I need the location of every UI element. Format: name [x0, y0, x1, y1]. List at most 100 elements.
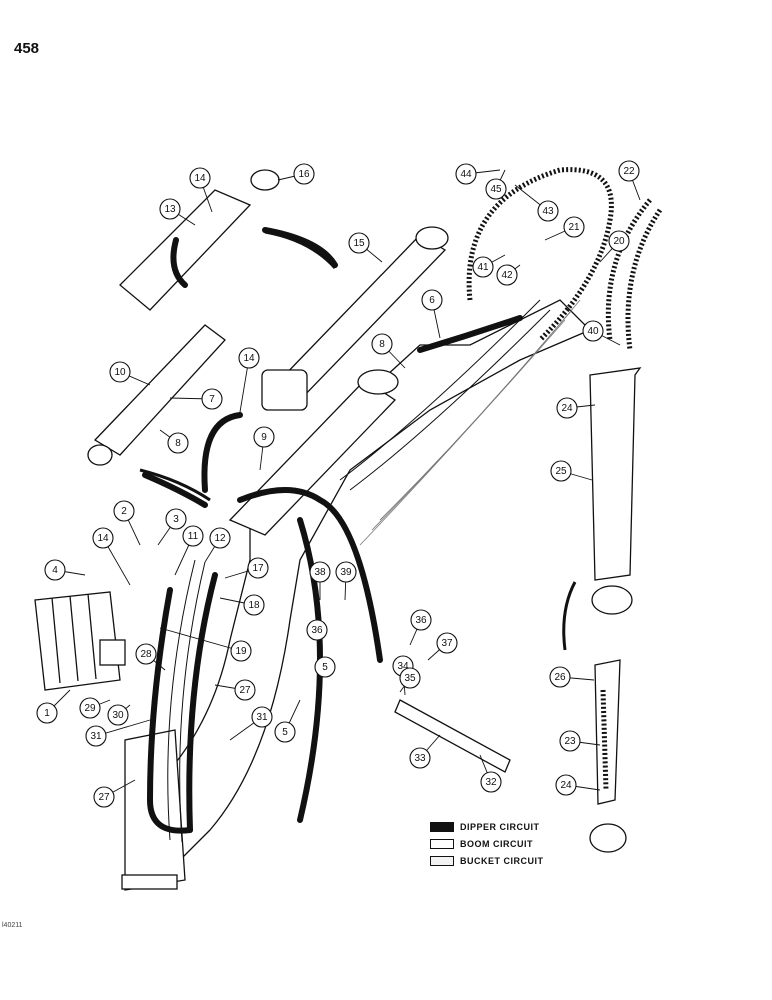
callout-circle — [85, 725, 107, 747]
callout-27: 27 — [234, 679, 256, 701]
callout-circle — [251, 706, 273, 728]
callout-circle — [555, 774, 577, 796]
callout-circle — [209, 527, 231, 549]
callout-circle — [165, 508, 187, 530]
callout-number: 31 — [256, 712, 268, 723]
callout-10: 10 — [109, 361, 131, 383]
callout-37: 37 — [436, 632, 458, 654]
callout-circle — [314, 656, 336, 678]
callout-39: 39 — [335, 561, 357, 583]
callout-7: 7 — [201, 388, 223, 410]
legend-row: BOOM CIRCUIT — [430, 835, 544, 852]
swing-arc — [562, 581, 577, 651]
callout-number: 23 — [564, 736, 576, 747]
callout-2: 2 — [113, 500, 135, 522]
callout-circle — [189, 167, 211, 189]
callout-number: 14 — [243, 353, 255, 364]
circuit-legend: DIPPER CIRCUIT BOOM CIRCUIT BUCKET CIRCU… — [430, 818, 544, 869]
callout-circle — [253, 426, 275, 448]
cylinder-26 — [589, 659, 627, 853]
callout-circle — [238, 347, 260, 369]
control-valve — [34, 591, 126, 691]
callout-5: 5 — [314, 656, 336, 678]
callout-circle — [421, 289, 443, 311]
callout-circle — [371, 333, 393, 355]
callout-number: 2 — [121, 506, 127, 517]
callout-42: 42 — [496, 264, 518, 286]
callout-6: 6 — [421, 289, 443, 311]
coiled-hose-22 — [625, 208, 663, 351]
callout-circle — [472, 256, 494, 278]
callout-4: 4 — [44, 559, 66, 581]
callout-number: 43 — [542, 206, 554, 217]
legend-label: DIPPER CIRCUIT — [460, 821, 540, 832]
callout-circle — [399, 667, 421, 689]
callout-3: 3 — [165, 508, 187, 530]
cylinder-10 — [87, 324, 226, 466]
callout-11: 11 — [182, 525, 204, 547]
dipper-hose — [170, 237, 188, 288]
callout-number: 15 — [353, 238, 365, 249]
legend-label: BOOM CIRCUIT — [460, 838, 533, 849]
cylinder-13 — [119, 169, 280, 311]
callout-circle — [159, 198, 181, 220]
callout-number: 11 — [188, 531, 199, 542]
callout-number: 18 — [248, 600, 260, 611]
callout-circle — [410, 609, 432, 631]
callout-number: 27 — [98, 792, 110, 803]
callout-number: 36 — [311, 625, 323, 636]
callout-number: 36 — [415, 615, 427, 626]
callout-circle — [618, 160, 640, 182]
callout-number: 21 — [568, 222, 580, 233]
boom-hose — [339, 299, 541, 481]
callout-number: 24 — [560, 780, 572, 791]
callout-circle — [485, 178, 507, 200]
callout-circle — [274, 721, 296, 743]
callout-31: 31 — [251, 706, 273, 728]
callout-circle — [107, 704, 129, 726]
callout-1: 1 — [36, 702, 58, 724]
legend-swatch — [430, 855, 454, 866]
callout-circle — [348, 232, 370, 254]
coiled-hose-22 — [605, 198, 652, 341]
callout-circle — [234, 679, 256, 701]
callout-circle — [167, 432, 189, 454]
callout-circle — [480, 771, 502, 793]
callout-circle — [559, 730, 581, 752]
callout-number: 25 — [555, 466, 567, 477]
callout-30: 30 — [107, 704, 129, 726]
callout-number: 27 — [239, 685, 251, 696]
page-number: 458 — [14, 40, 40, 57]
callout-29: 29 — [79, 697, 101, 719]
dipper-hose — [417, 315, 523, 353]
callout-number: 41 — [477, 262, 489, 273]
swing-arc — [139, 468, 211, 502]
callout-circle — [109, 361, 131, 383]
callout-40: 40 — [582, 320, 604, 342]
callout-28: 28 — [135, 643, 157, 665]
callout-21: 21 — [563, 216, 585, 238]
boom-hose — [179, 561, 206, 843]
callout-25: 25 — [550, 460, 572, 482]
callout-26: 26 — [549, 666, 571, 688]
dipper-hose — [142, 472, 208, 508]
callout-32: 32 — [480, 771, 502, 793]
callout-circle — [182, 525, 204, 547]
swing-post-base — [121, 874, 178, 890]
callout-number: 22 — [623, 166, 635, 177]
callout-number: 5 — [322, 662, 328, 673]
callout-circle — [436, 632, 458, 654]
figure-id: l40211 — [2, 922, 23, 929]
callout-13: 13 — [159, 198, 181, 220]
callout-45: 45 — [485, 178, 507, 200]
callout-circle — [335, 561, 357, 583]
callout-number: 5 — [282, 727, 288, 738]
swing-arc — [264, 230, 337, 269]
callout-circle — [36, 702, 58, 724]
callout-circle — [537, 200, 559, 222]
legend-swatch — [430, 838, 454, 849]
callout-circle — [608, 230, 630, 252]
callout-number: 28 — [140, 649, 152, 660]
